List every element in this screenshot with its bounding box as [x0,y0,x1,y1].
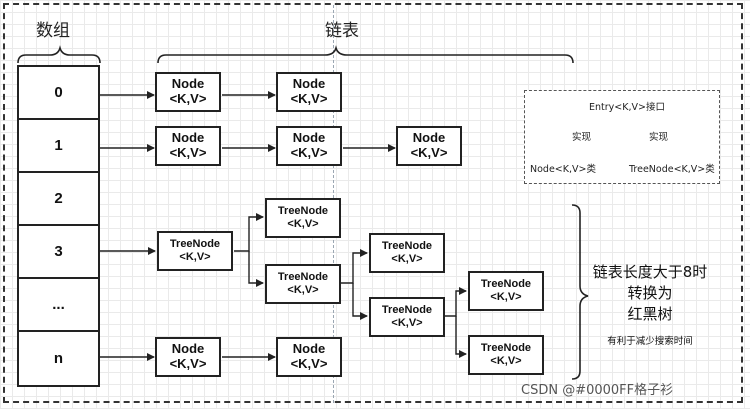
node-generic: <K,V> [169,91,207,106]
node-generic: <K,V> [490,291,522,303]
node-name: TreeNode [381,304,433,317]
tree-node: TreeNode <K,V> [157,231,233,271]
node-class-label: Node<K,V>类 [530,164,596,175]
tree-node: TreeNode <K,V> [369,233,445,273]
list-brace [157,45,574,64]
watermark: CSDN @#0000FF格子衫 [521,383,674,398]
inheritance-legend: Entry<K,V>接口 实现 实现 Node<K,V>类 TreeNode<K… [524,90,720,184]
array-cell: ... [19,279,98,332]
diagram-frame [3,3,743,403]
list-node: Node <K,V> [396,126,462,166]
node-generic: <K,V> [287,218,319,230]
list-node: Node <K,V> [276,72,342,112]
list-node: Node <K,V> [155,72,221,112]
tree-branch [248,251,264,287]
node-name: Node [292,76,326,92]
list-node: Node <K,V> [155,126,221,166]
tree-branch [352,283,368,320]
interface-label: Entry<K,V>接口 [589,102,665,113]
tree-branch [455,316,467,358]
node-generic: <K,V> [169,145,207,160]
node-name: TreeNode [480,278,532,291]
tree-node: TreeNode <K,V> [265,198,341,238]
node-generic: <K,V> [410,145,448,160]
node-name: Node [412,130,446,146]
node-generic: <K,V> [169,356,207,371]
node-name: Node [171,130,205,146]
array-cell: 0 [19,67,98,120]
list-node: Node <K,V> [276,337,342,377]
array-cell: 1 [19,120,98,173]
tree-node: TreeNode <K,V> [468,271,544,311]
tree-brace [571,204,589,380]
array-title: 数组 [36,21,70,41]
tree-node: TreeNode <K,V> [468,335,544,375]
list-node: Node <K,V> [276,126,342,166]
note-line: 链表长度大于8时 [592,263,708,281]
list-title: 链表 [325,21,359,41]
node-name: Node [171,76,205,92]
node-generic: <K,V> [290,91,328,106]
node-name: TreeNode [381,240,433,253]
implements-label: 实现 [649,132,669,143]
tree-branch [341,249,368,284]
tree-branch [234,213,264,252]
node-generic: <K,V> [490,355,522,367]
node-generic: <K,V> [290,356,328,371]
treenode-class-label: TreeNode<K,V>类 [629,164,715,175]
node-name: Node [292,130,326,146]
tree-branch [445,287,467,317]
node-name: TreeNode [480,342,532,355]
node-name: Node [292,341,326,357]
array-cell: 3 [19,226,98,279]
conversion-note: 链表长度大于8时 转换为 红黑树 [580,262,720,325]
tree-node: TreeNode <K,V> [369,297,445,337]
node-generic: <K,V> [287,284,319,296]
node-name: TreeNode [277,271,329,284]
list-node: Node <K,V> [155,337,221,377]
node-name: Node [171,341,205,357]
node-generic: <K,V> [179,251,211,263]
array-cell: 2 [19,173,98,226]
array-cell: n [53,350,64,367]
node-name: TreeNode [277,205,329,218]
node-generic: <K,V> [290,145,328,160]
node-name: TreeNode [169,238,221,251]
tree-node: TreeNode <K,V> [265,264,341,304]
note-line: 转换为 [627,284,673,302]
array-brace [17,45,101,64]
note-line: 红黑树 [627,305,673,323]
note-subtext: 有利于减少搜索时间 [607,336,693,347]
implements-label: 实现 [572,132,592,143]
node-generic: <K,V> [391,317,423,329]
node-generic: <K,V> [391,253,423,265]
bucket-array: 0 1 2 3 ... n [17,65,100,387]
